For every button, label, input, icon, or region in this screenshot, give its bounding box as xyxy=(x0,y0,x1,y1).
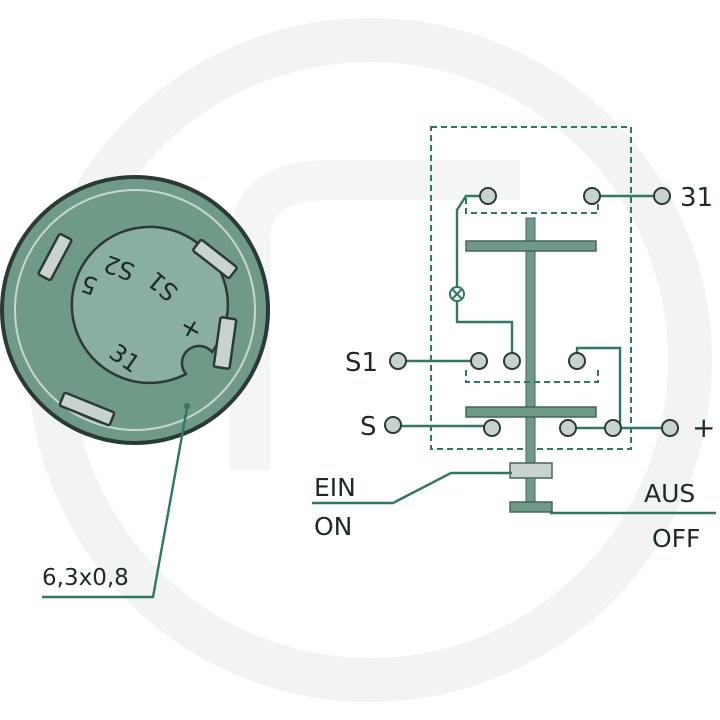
push-button-stem xyxy=(525,477,536,505)
contact-mid-left xyxy=(470,352,488,370)
connector-inner-rim xyxy=(14,189,256,431)
label-s: S xyxy=(360,412,377,442)
blade-slot xyxy=(212,316,238,370)
terminal-31 xyxy=(653,187,671,205)
blade-slot xyxy=(37,232,73,282)
dimension-leader-dot xyxy=(184,403,190,409)
label-s1: S1 xyxy=(345,348,378,378)
contact-mid-center xyxy=(503,352,521,370)
label-off: OFF xyxy=(652,524,700,553)
switch-schematic: 31 S1 S + EIN ON AUS OFF xyxy=(312,126,716,553)
dimension-callout: 6,3x0,8 xyxy=(42,403,190,599)
connector-face: S2 S1 5 + 31 xyxy=(0,175,270,445)
label-ein: EIN xyxy=(314,473,356,502)
dimension-label: 6,3x0,8 xyxy=(42,565,129,591)
actuator-shaft xyxy=(525,217,536,467)
on-leader-line xyxy=(312,471,512,505)
label-on: ON xyxy=(314,512,352,541)
push-button-base xyxy=(509,501,553,513)
indicator-lamp-icon xyxy=(449,286,465,302)
push-button-cap xyxy=(509,462,553,479)
blade-slot xyxy=(192,238,238,280)
contact-bottom-right xyxy=(604,419,622,437)
contact-bottom-left xyxy=(483,419,501,437)
label-aus: AUS xyxy=(644,479,695,508)
label-31: 31 xyxy=(680,183,713,213)
blade-slot xyxy=(58,391,116,427)
upper-contact-link xyxy=(465,198,599,214)
lamp-wire-top xyxy=(455,194,488,287)
middle-contact-link xyxy=(465,370,599,383)
contact-top-right xyxy=(583,187,601,205)
contact-bar-lower xyxy=(465,406,597,418)
contact-bottom-mid xyxy=(559,419,577,437)
contact-mid-right xyxy=(568,352,586,370)
connector-socket xyxy=(70,225,230,385)
terminal-plus xyxy=(661,419,679,437)
lamp-wire-bottom xyxy=(455,301,514,352)
terminal-s xyxy=(384,416,402,434)
terminal-s1 xyxy=(389,352,407,370)
label-plus: + xyxy=(692,411,715,444)
contact-top-left xyxy=(479,187,497,205)
dimension-leader-line xyxy=(42,407,189,599)
contact-bar-upper xyxy=(465,240,597,252)
